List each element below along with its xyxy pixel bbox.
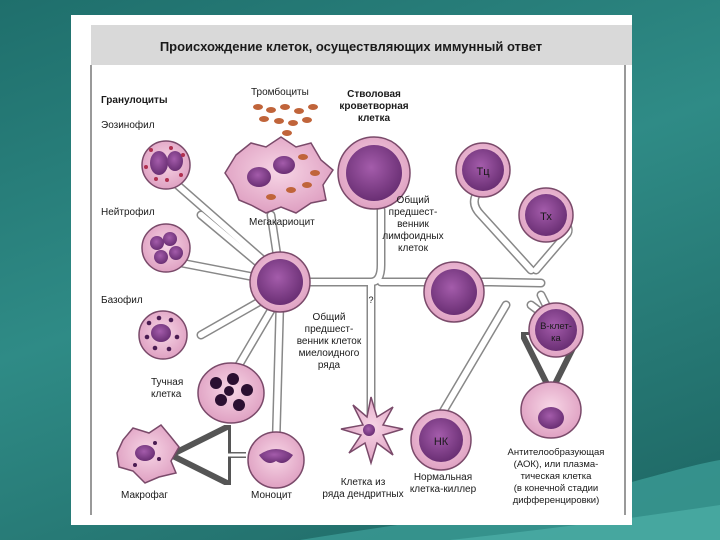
macrophage-cell <box>116 424 180 484</box>
b-cell-label-line-1: В-клет- <box>540 321 572 332</box>
myeloid-precursor-cell <box>249 251 311 313</box>
neutrophil-cell <box>141 223 191 273</box>
nk-label: НК <box>434 436 449 448</box>
megakaryocyte-label: Мегакариоцит <box>249 217 315 228</box>
platelets-label: Тромбоциты <box>251 86 309 98</box>
aok-label-line-5: дифференцировки) <box>513 495 600 506</box>
lymphoid-precursor-label-line-4: лимфоидных <box>382 230 443 242</box>
th-cell <box>518 187 574 243</box>
lymphoid-precursor-cell <box>423 261 485 323</box>
lymphoid-precursor-label-line-1: Общий <box>397 194 430 206</box>
macrophage-label: Макрофаг <box>121 489 168 501</box>
nk-label-line-1: Нормальная <box>414 472 472 483</box>
mast-cell <box>197 362 265 424</box>
myeloid-precursor-label-line-4: миелоидного <box>299 348 360 359</box>
myeloid-precursor-label-line-1: Общий <box>313 311 346 323</box>
plasma-cell <box>520 381 582 439</box>
lymphoid-precursor-label-line-3: венник <box>397 219 429 230</box>
basophil-label: Базофил <box>101 294 143 306</box>
granulocytes-label: Гранулоциты <box>101 95 168 106</box>
aok-label-line-2: (АОК), или плазма- <box>514 459 599 470</box>
eosinophil-cell <box>141 140 191 190</box>
myeloid-precursor-label-line-5: ряда <box>318 360 341 371</box>
eosinophil-label: Эозинофил <box>101 119 155 131</box>
aok-label-line-4: (в конечной стадии <box>514 483 598 494</box>
neutrophil-label: Нейтрофил <box>101 206 155 218</box>
title-banner <box>91 25 632 65</box>
question-mark: ? <box>368 295 373 305</box>
lymphoid-precursor-label-line-5: клеток <box>398 243 429 254</box>
dendritic-label-line-1: Клетка из <box>341 477 386 488</box>
lymphoid-precursor-label-line-2: предшест- <box>389 207 438 218</box>
stem-cell-label-line-1: Стволовая <box>347 89 401 100</box>
diagram-title: Происхождение клеток, осуществляющих имм… <box>160 39 542 54</box>
monocyte-label: Моноцит <box>251 490 292 501</box>
aok-label-line-3: тическая клетка <box>521 471 593 482</box>
dendritic-label-line-2: ряда дендритных <box>322 489 403 500</box>
mast-cell-label-line-2: клетка <box>151 389 182 400</box>
nk-cell <box>410 409 472 471</box>
nk-label-line-2: клетка-киллер <box>410 484 477 495</box>
dendritic-cell <box>340 396 404 466</box>
tc-cell <box>455 142 511 198</box>
aok-label-line-1: Антителообразующая <box>508 447 605 458</box>
myeloid-precursor-label-line-2: предшест- <box>305 324 354 335</box>
basophil-cell <box>138 310 188 360</box>
immune-cell-origin-diagram: Происхождение клеток, осуществляющих имм… <box>90 25 632 515</box>
b-cell <box>528 302 584 358</box>
b-cell-label-line-2: ка <box>551 333 561 344</box>
stem-cell-label-line-2: кроветворная <box>339 101 408 112</box>
myeloid-precursor-label-line-3: венник клеток <box>297 336 362 347</box>
mast-cell-label-line-1: Тучная <box>151 377 183 388</box>
stem-cell <box>337 136 411 210</box>
th-label: Тх <box>540 211 552 223</box>
platelets <box>253 104 320 200</box>
tc-label: Тц <box>476 166 490 178</box>
monocyte-cell <box>247 431 305 489</box>
stem-cell-label-line-3: клетка <box>358 113 391 124</box>
